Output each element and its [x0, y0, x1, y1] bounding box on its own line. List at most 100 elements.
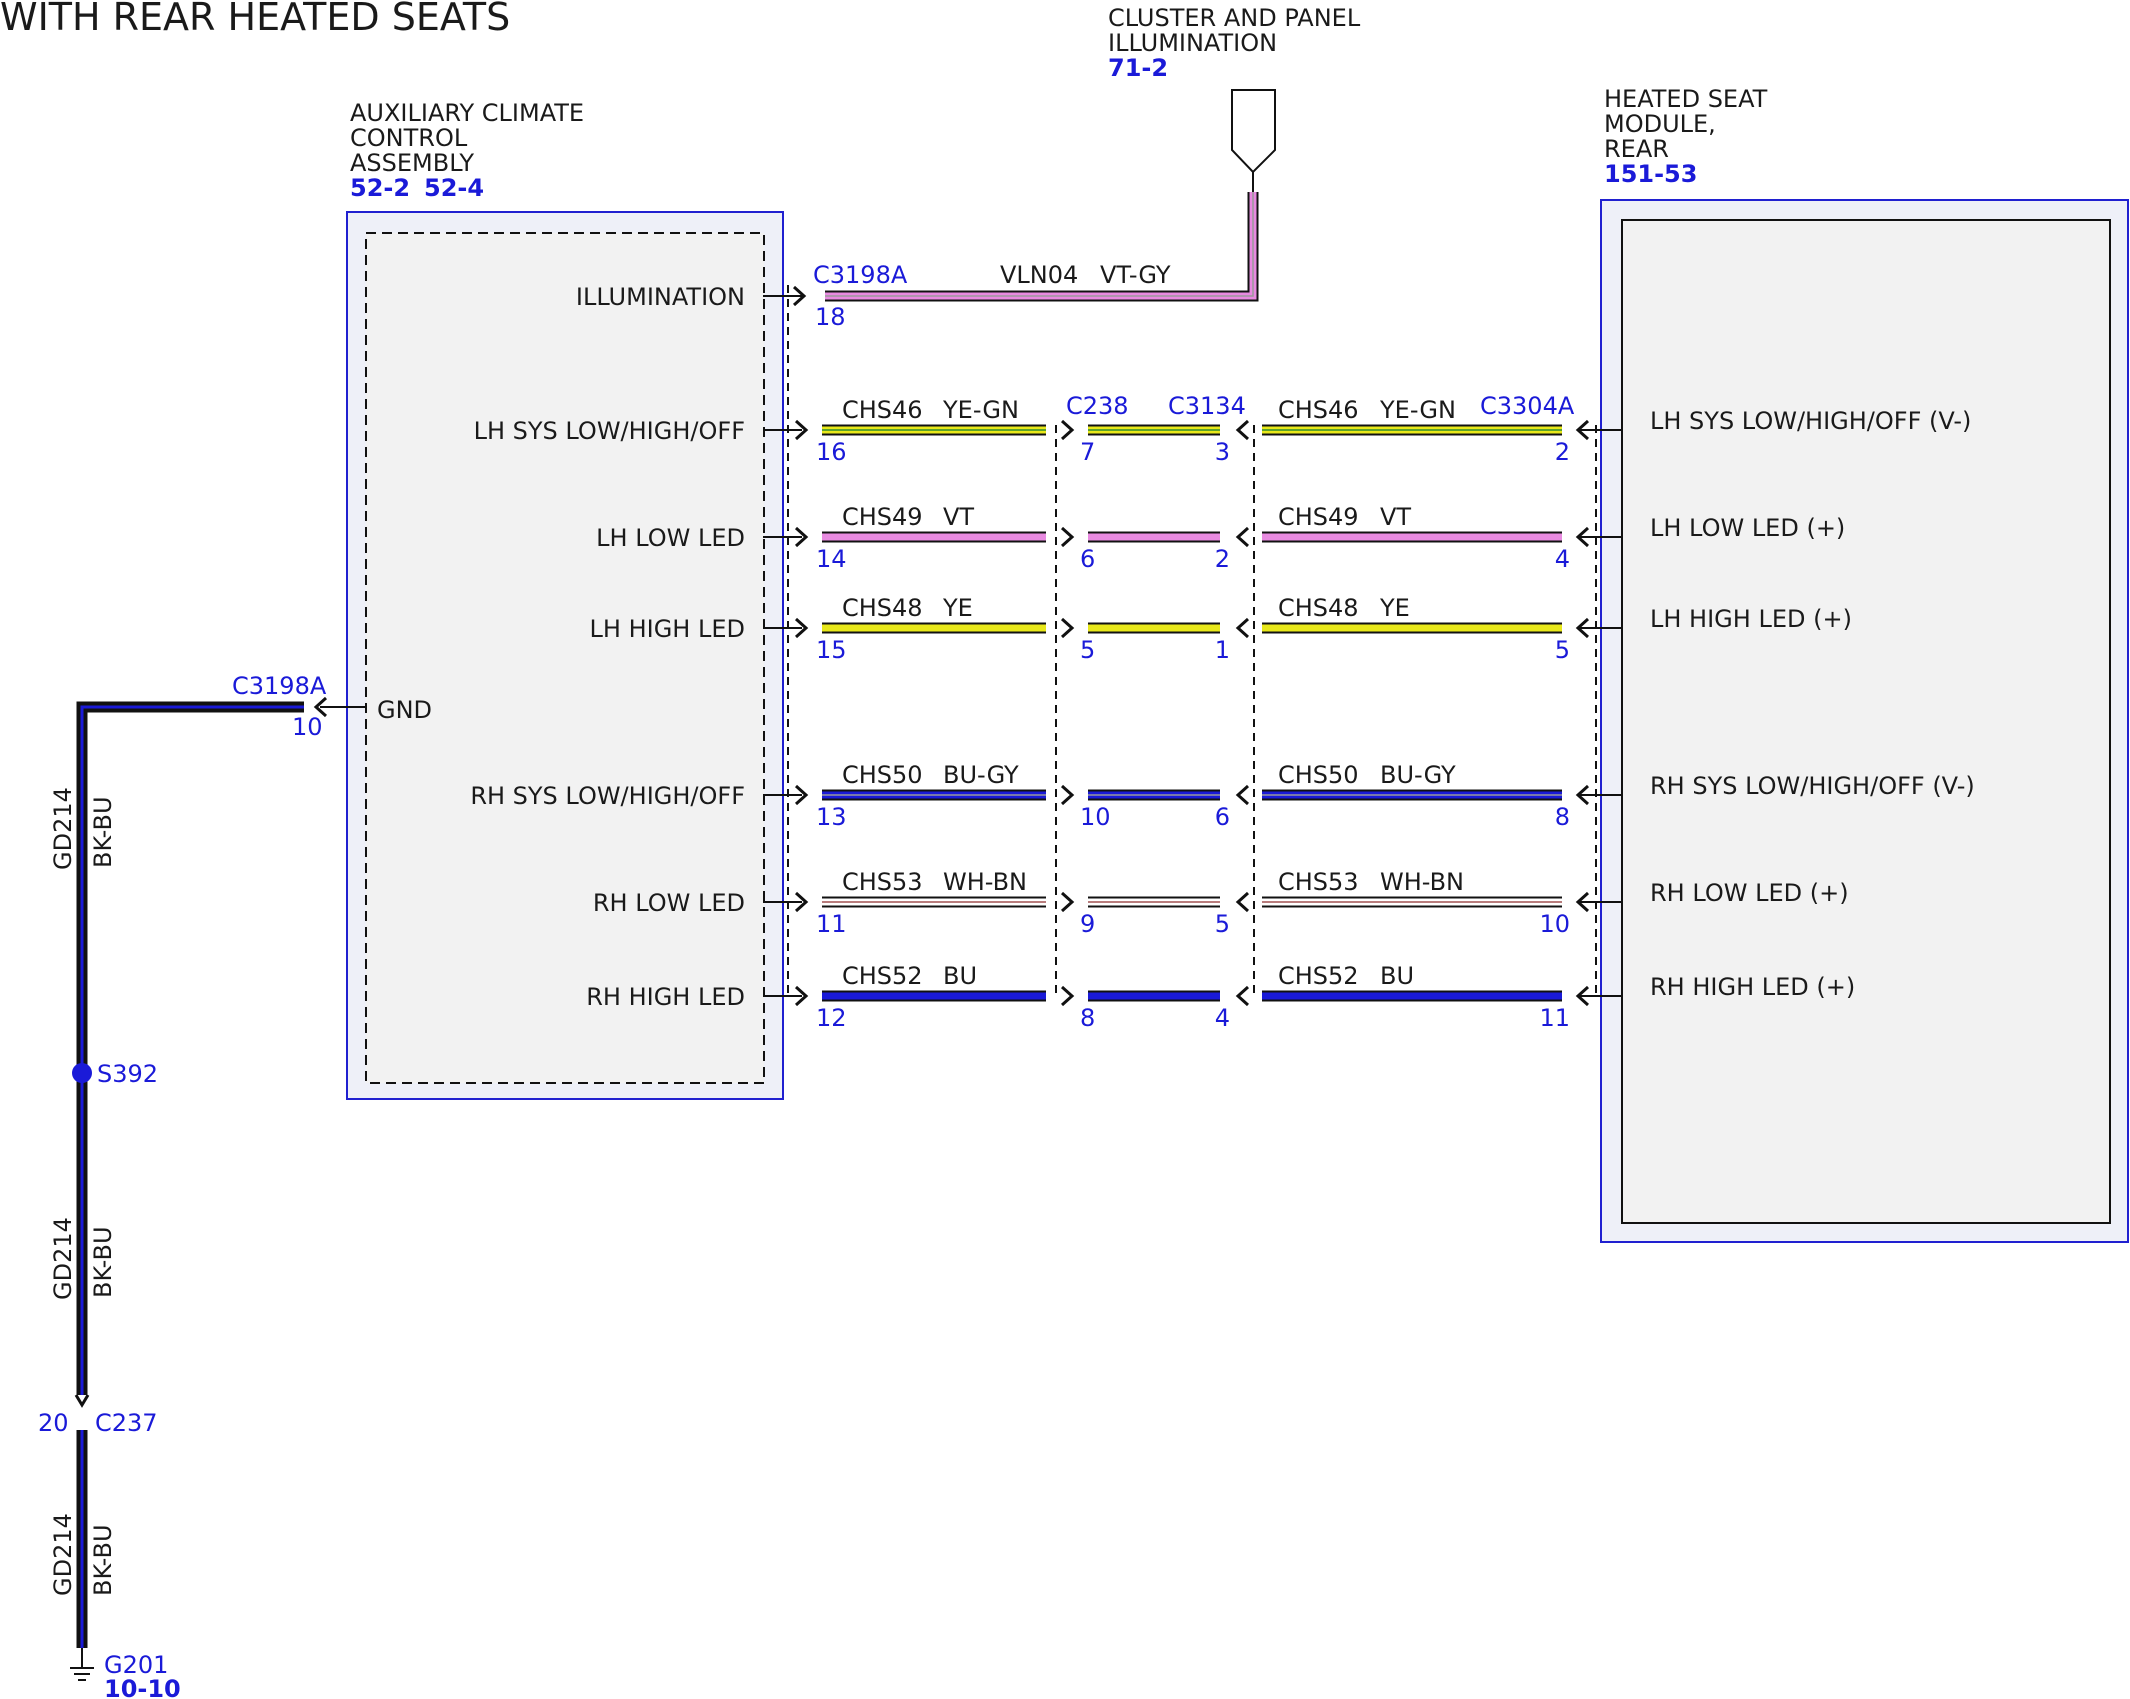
- illumination-connector[interactable]: C3198A: [813, 261, 908, 289]
- gnd-c237-arrow-icon: [74, 1394, 90, 1408]
- pin-c238: 8: [1080, 1004, 1095, 1032]
- splice-s392-label[interactable]: S392: [97, 1060, 158, 1088]
- c3134-arrow-icon: [1235, 419, 1250, 441]
- acc-name-line-3: ASSEMBLY: [350, 149, 474, 177]
- connector-c3304a-label[interactable]: C3304A: [1480, 392, 1575, 420]
- g201-label[interactable]: G201: [104, 1651, 168, 1679]
- wire-color: YE: [942, 594, 973, 622]
- pin-c238: 9: [1080, 910, 1095, 938]
- pin-c3198a: 11: [816, 910, 847, 938]
- acc-name-line-1: AUXILIARY CLIMATE: [350, 99, 584, 127]
- wire-color: VT: [1380, 503, 1411, 531]
- splice-s392-dot: [72, 1063, 92, 1083]
- wire-color: YE-GN: [1379, 396, 1456, 424]
- acc-pin-label: RH HIGH LED: [586, 983, 745, 1011]
- c3304a-arrow-icon: [1575, 526, 1590, 548]
- c237-label[interactable]: C237: [95, 1409, 158, 1437]
- gnd-pin-label: GND: [377, 696, 432, 724]
- wire-color: YE: [1379, 594, 1410, 622]
- c238-arrow-icon: [1060, 985, 1075, 1007]
- circuit-id: CHS52: [842, 962, 923, 990]
- pin-c3304a: 5: [1555, 636, 1570, 664]
- gnd-arrow-icon: [313, 696, 328, 718]
- acc-name-line-2: CONTROL: [350, 124, 468, 152]
- connector-c238-label[interactable]: C238: [1066, 392, 1129, 420]
- ground-circuit: GND C3198A 10 S392 C237 20 G201 10-10 GD…: [38, 672, 432, 1699]
- cluster-name-line-1: CLUSTER AND PANEL: [1108, 4, 1361, 32]
- c3198a-arrow-icon: [794, 784, 809, 806]
- circuit-id: CHS46: [842, 396, 923, 424]
- connector-c3134-label[interactable]: C3134: [1168, 392, 1246, 420]
- gnd-circuit-label-1: GD214: [49, 787, 77, 870]
- hsm-pin-label: RH SYS LOW/HIGH/OFF (V-): [1650, 772, 1975, 800]
- c3304a-arrow-icon: [1575, 617, 1590, 639]
- hsm-name-line-2: MODULE,: [1604, 110, 1716, 138]
- pin-c3198a: 16: [816, 438, 847, 466]
- gnd-connector[interactable]: C3198A: [232, 672, 327, 700]
- pin-c3134: 5: [1215, 910, 1230, 938]
- c3304a-arrow-icon: [1575, 784, 1590, 806]
- acc-pin-label: LH SYS LOW/HIGH/OFF: [474, 417, 745, 445]
- c238-arrow-icon: [1060, 526, 1075, 548]
- pin-c3198a: 13: [816, 803, 847, 831]
- g201-ref[interactable]: 10-10: [104, 1675, 181, 1699]
- hsm-pin-label: LH HIGH LED (+): [1650, 605, 1852, 633]
- gnd-circuit-label-2: GD214: [49, 1217, 77, 1300]
- wire-color: WH-BN: [1380, 868, 1464, 896]
- hsm-name-line-3: REAR: [1604, 135, 1669, 163]
- cluster-connector-icon: [1231, 89, 1276, 174]
- c3304a-arrow-icon: [1575, 985, 1590, 1007]
- hsm-ref[interactable]: 151-53: [1604, 160, 1697, 188]
- wire-color: BU-GY: [943, 761, 1019, 789]
- cluster-illumination-component: CLUSTER AND PANEL ILLUMINATION 71-2: [1108, 4, 1361, 192]
- illumination-pin: 18: [815, 303, 846, 331]
- cluster-ref[interactable]: 71-2: [1108, 54, 1168, 82]
- pin-c238: 7: [1080, 438, 1095, 466]
- pin-c3304a: 4: [1555, 545, 1570, 573]
- circuit-id: CHS53: [1278, 868, 1359, 896]
- c238-arrow-icon: [1060, 891, 1075, 913]
- circuit-id: CHS50: [842, 761, 923, 789]
- pin-c3134: 1: [1215, 636, 1230, 664]
- acc-ref-1[interactable]: 52-2: [350, 174, 410, 202]
- circuit-id: CHS48: [842, 594, 923, 622]
- c3198a-arrow-icon: [794, 985, 809, 1007]
- hsm-pin-label: LH LOW LED (+): [1650, 514, 1845, 542]
- wire-color: YE-GN: [942, 396, 1019, 424]
- acc-pin-label: RH LOW LED: [593, 889, 745, 917]
- illumination-circuit-id: VLN04: [1000, 261, 1078, 289]
- illumination-wire-color: VT-GY: [1100, 261, 1171, 289]
- acc-inner-box: [365, 232, 765, 1084]
- pin-c3304a: 2: [1555, 438, 1570, 466]
- illumination-circuit: ILLUMINATION C3198A 18 VLN04 VT-GY: [576, 192, 1259, 331]
- pin-c3304a: 11: [1539, 1004, 1570, 1032]
- gnd-circuit-label-3: GD214: [49, 1513, 77, 1596]
- hsm-name-line-1: HEATED SEAT: [1604, 85, 1768, 113]
- circuit-id: CHS49: [1278, 503, 1359, 531]
- pin-c238: 6: [1080, 545, 1095, 573]
- pin-c3304a: 8: [1555, 803, 1570, 831]
- c3134-arrow-icon: [1235, 891, 1250, 913]
- wire-color: VT: [943, 503, 974, 531]
- hsm-pin-label: LH SYS LOW/HIGH/OFF (V-): [1650, 407, 1971, 435]
- pin-c3198a: 15: [816, 636, 847, 664]
- gnd-pin: 10: [292, 713, 323, 741]
- c3134-arrow-icon: [1235, 617, 1250, 639]
- heated-seat-module-rear: HEATED SEAT MODULE, REAR 151-53: [1600, 85, 2129, 1243]
- c3134-arrow-icon: [1235, 985, 1250, 1007]
- c3198a-arrow-icon: [794, 419, 809, 441]
- pin-c3198a: 14: [816, 545, 847, 573]
- hsm-pin-label: RH HIGH LED (+): [1650, 973, 1855, 1001]
- diagram-title: WITH REAR HEATED SEATS: [0, 0, 510, 39]
- circuit-id: CHS48: [1278, 594, 1359, 622]
- circuit-id: CHS49: [842, 503, 923, 531]
- c3304a-arrow-icon: [1575, 419, 1590, 441]
- c238-arrow-icon: [1060, 617, 1075, 639]
- acc-ref-2[interactable]: 52-4: [424, 174, 484, 202]
